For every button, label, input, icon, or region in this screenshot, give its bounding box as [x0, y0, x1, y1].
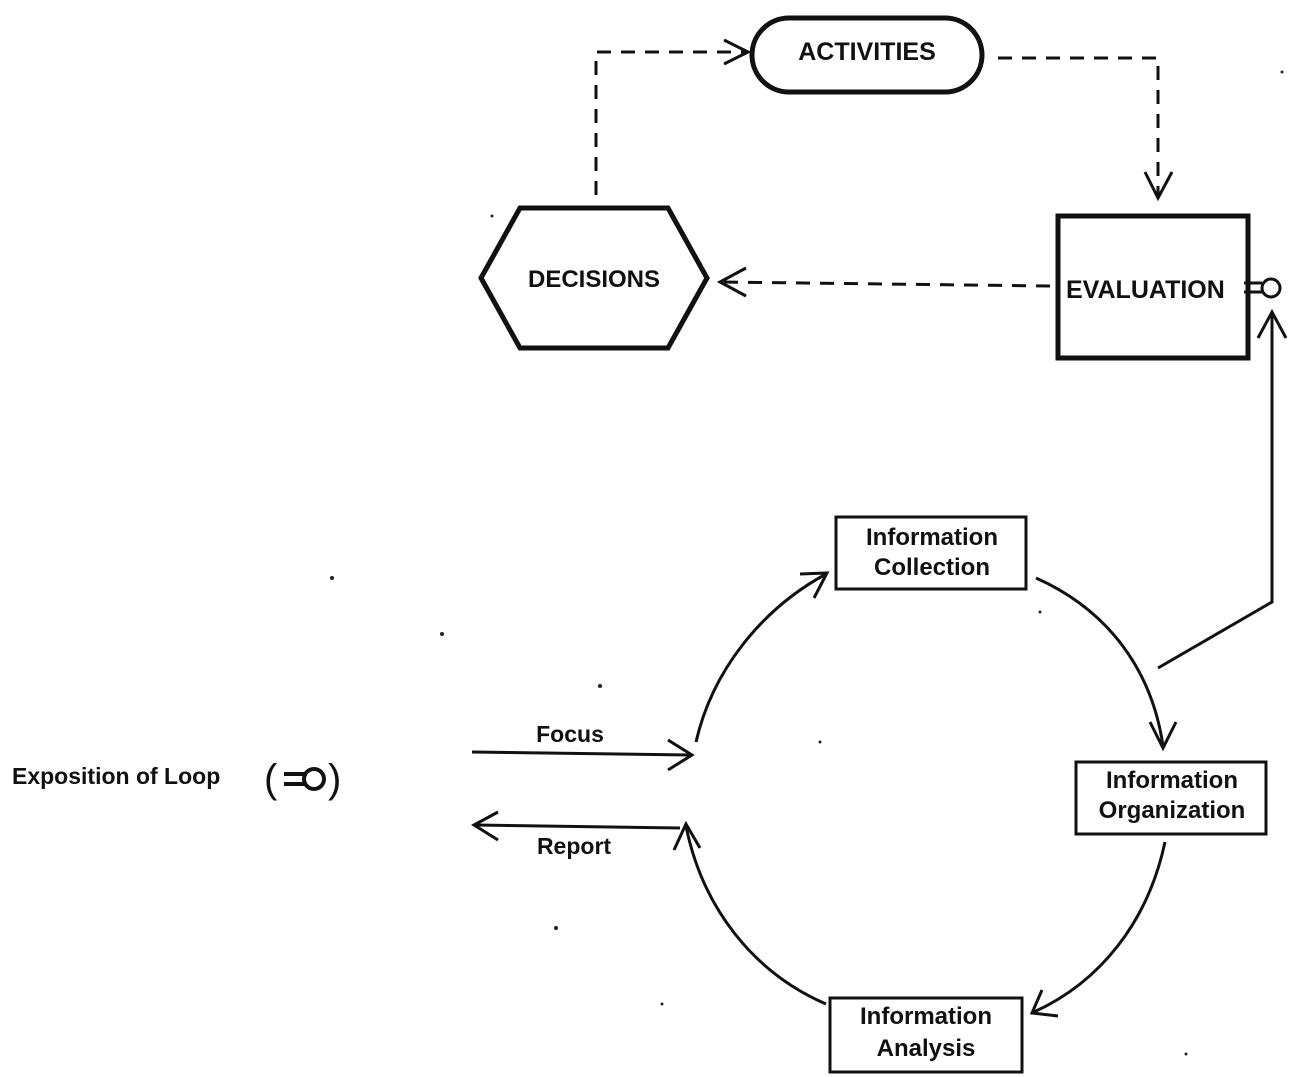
collection-label-line2: Collection — [874, 554, 990, 581]
edge-evaluation-to-decisions — [721, 280, 1051, 288]
arrowhead-collection — [799, 571, 830, 599]
evaluation-node — [1055, 213, 1251, 361]
evaluation-label: EVALUATION — [1066, 276, 1225, 304]
collection-label-line1: Information — [866, 524, 998, 551]
report-arrowhead — [471, 810, 499, 842]
arc-to-analysis — [1033, 841, 1167, 1014]
arrowhead-up-evaluation — [1256, 308, 1288, 339]
focus-arrowhead — [667, 738, 695, 772]
organization-node — [1074, 760, 1268, 836]
organization-label-line2: Organization — [1099, 797, 1246, 824]
loop-to-evaluation-link — [1157, 308, 1288, 670]
analysis-label-line2: Analysis — [877, 1035, 976, 1062]
arrowhead-organization — [1148, 721, 1178, 752]
decisions-node — [478, 205, 710, 351]
arrowhead-activities — [723, 38, 752, 66]
loop-symbol-icon — [1244, 277, 1282, 299]
analysis-label-line1: Information — [860, 1003, 992, 1030]
edge-decisions-to-activities — [594, 50, 748, 195]
edge-activities-to-evaluation — [998, 56, 1160, 195]
analysis-node — [828, 996, 1024, 1074]
arrowhead-evaluation — [1143, 171, 1174, 202]
focus-arrow — [471, 750, 691, 757]
arrowhead-report-arc — [672, 820, 702, 851]
legend: Exposition of Loop ( ) — [12, 757, 341, 801]
arc-to-organization — [1035, 576, 1165, 747]
activities-node — [749, 15, 985, 95]
report-label: Report — [537, 833, 611, 859]
legend-loop-symbol-icon — [284, 767, 326, 791]
arrowhead-analysis — [1029, 989, 1059, 1018]
arrowhead-decisions — [716, 266, 747, 298]
arc-to-collection — [694, 572, 827, 743]
legend-label: Exposition of Loop — [12, 763, 220, 789]
activities-label: ACTIVITIES — [798, 38, 936, 66]
organization-label-line1: Information — [1106, 767, 1238, 794]
report-arrow — [475, 823, 681, 830]
legend-open-paren: ( — [264, 757, 278, 801]
top-cycle: ACTIVITIES DECISIONS EVALUATION — [478, 15, 1282, 361]
focus-label: Focus — [536, 721, 604, 747]
arc-to-report — [684, 825, 827, 1006]
decisions-label: DECISIONS — [528, 266, 660, 293]
scan-specks — [330, 70, 1284, 1056]
information-loop: Focus Report Information Collection Info… — [471, 515, 1268, 1074]
collection-node — [834, 515, 1028, 591]
legend-close-paren: ) — [328, 757, 341, 801]
